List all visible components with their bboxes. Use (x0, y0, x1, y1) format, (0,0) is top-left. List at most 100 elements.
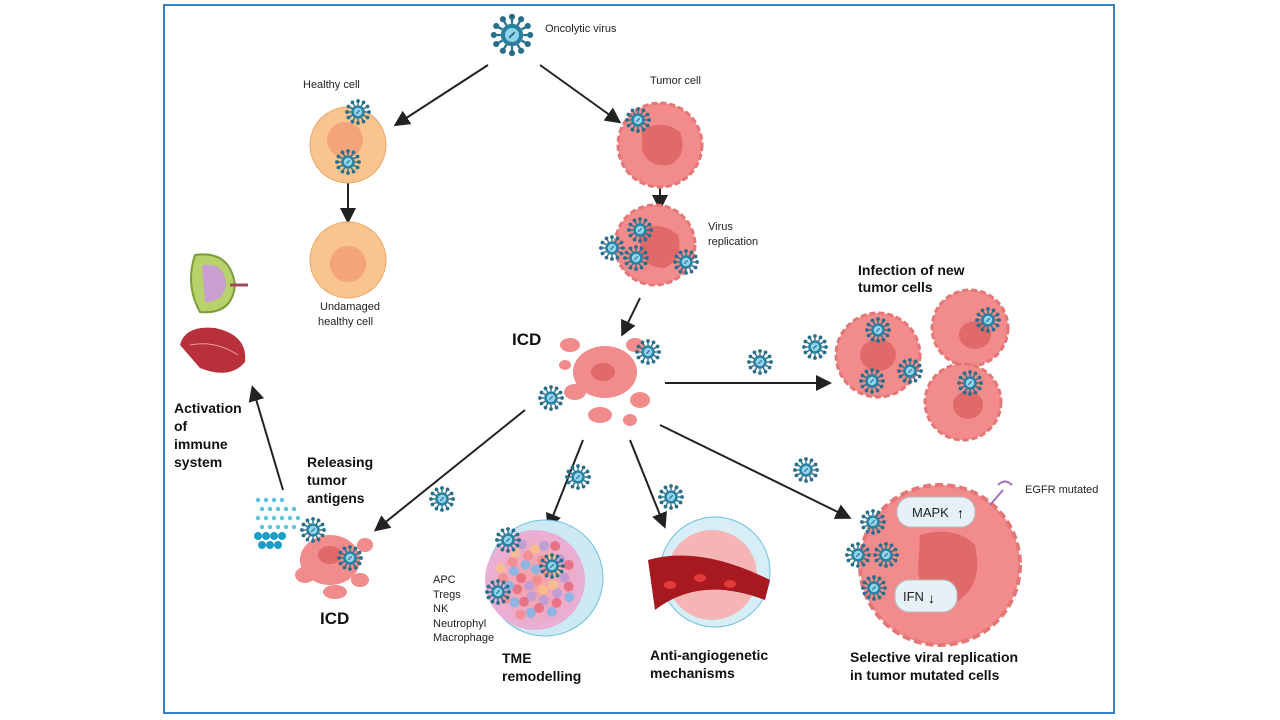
healthy-cell-label: Healthy cell (303, 79, 360, 91)
virus-replication-label-1: Virus (708, 221, 733, 233)
tumor-cell-label: Tumor cell (650, 75, 701, 87)
antigen-dot (275, 524, 281, 530)
immune-cell-dot (523, 550, 534, 561)
activation-label-4: system (174, 454, 222, 470)
arrow-up-icon: ↑ (957, 505, 964, 521)
immune-cell-dot (539, 540, 550, 551)
arrow-down-icon: ↓ (928, 590, 935, 606)
immune-cell-macrophage: Macrophage (433, 632, 494, 644)
undamaged-label-2: healthy cell (318, 316, 373, 328)
virus-icon (490, 13, 534, 57)
immune-cell-dot (563, 581, 574, 592)
activation-label-2: of (174, 418, 188, 434)
antigen-dot (291, 506, 297, 512)
immune-cell-dot (516, 573, 527, 584)
antigen-dot (279, 497, 285, 503)
virus-icon (538, 385, 564, 411)
immune-cell-dot (525, 607, 536, 618)
egfr-label: EGFR mutated (1025, 484, 1098, 496)
infection-label-2: tumor cells (858, 279, 933, 295)
immune-cell-dot (563, 559, 574, 570)
immune-cell-dot (515, 609, 526, 620)
oncolytic-virus-label: Oncolytic virus (545, 23, 617, 35)
immune-cell-dot (552, 588, 563, 599)
virus-replication-label-2: replication (708, 236, 758, 248)
icd-label-top: ICD (512, 330, 541, 349)
undamaged-healthy-cell (309, 221, 387, 299)
immune-cell-dot (498, 573, 509, 584)
ifn-box (894, 579, 958, 613)
infection-label-1: Infection of new (858, 262, 965, 278)
immune-cell-dot (507, 556, 518, 567)
virus-icon (565, 464, 591, 490)
antigen-dot (291, 524, 297, 530)
healthy-cell (309, 106, 387, 184)
immune-cell-dot (546, 606, 557, 617)
antigen-dot (267, 524, 273, 530)
immune-cell-dot (551, 597, 562, 608)
immune-cell-dot (495, 563, 506, 574)
releasing-label-3: antigens (307, 490, 365, 506)
antigen-dot (259, 524, 265, 530)
undamaged-label-1: Undamaged (320, 301, 380, 313)
replicating-tumor-cell (613, 203, 697, 287)
antigen-dot (283, 524, 289, 530)
antigen-dot (279, 515, 285, 521)
immune-cell-neutrophyl: Neutrophyl (433, 618, 486, 630)
antigen-dot (255, 497, 261, 503)
virus-icon (429, 486, 455, 512)
immune-cell-dot (509, 566, 520, 577)
immune-cell-dot (559, 572, 570, 583)
immune-cell-dot (564, 592, 575, 603)
immune-cell-apc: APC (433, 574, 456, 586)
antigen-dot (278, 532, 286, 540)
immune-cell-dot (532, 575, 542, 585)
anti-angio-label-2: mechanisms (650, 665, 735, 681)
spleen-icon (180, 327, 246, 373)
immune-cell-dot (534, 602, 545, 613)
mapk-label: MAPK (912, 505, 949, 520)
antigen-dot (295, 515, 301, 521)
mapk-box (896, 496, 976, 528)
antigen-dot (267, 506, 273, 512)
icd-fragments-bottom (295, 535, 373, 599)
immune-cell-dot (530, 564, 541, 575)
antigen-dot (266, 541, 274, 549)
antigen-dot (270, 532, 278, 540)
activation-label-1: Activation (174, 400, 242, 416)
tumor-antigens (254, 497, 301, 549)
tme-label-2: remodelling (502, 668, 581, 684)
antigen-dot (271, 515, 277, 521)
antigen-dot (255, 515, 261, 521)
selective-label-2: in tumor mutated cells (850, 667, 1000, 683)
immune-cell-dot (550, 541, 561, 552)
ifn-label: IFN (903, 589, 924, 604)
immune-cell-dot (524, 580, 535, 591)
immune-cell-dot (538, 595, 549, 606)
icd-label-bottom: ICD (320, 609, 349, 628)
antigen-dot (263, 515, 269, 521)
immune-cell-dot (509, 597, 520, 608)
antigen-dot (259, 506, 265, 512)
releasing-label-2: tumor (307, 472, 347, 488)
antigen-dot (263, 497, 269, 503)
immune-cell-nk: NK (433, 603, 449, 615)
immune-cell-dot (548, 580, 559, 591)
new-tumor-cells (834, 288, 1010, 442)
tme-label-1: TME (502, 650, 532, 666)
egfr-receptor-icon (989, 480, 1013, 506)
mutated-tumor-cell: MAPK ↑ IFN ↓ EGFR mutated (858, 480, 1098, 647)
antigen-dot (271, 497, 277, 503)
immune-cell-dot (512, 584, 523, 595)
immune-cell-dot (520, 559, 531, 570)
virus-icon (747, 349, 773, 375)
antigen-dot (258, 541, 266, 549)
immune-cell-dot (526, 591, 537, 602)
blood-vessel-tumor (648, 516, 771, 628)
antigen-dot (283, 506, 289, 512)
antigen-dot (287, 515, 293, 521)
anti-angio-label-1: Anti-angiogenetic (650, 647, 768, 663)
activation-label-3: immune (174, 436, 228, 452)
antigen-dot (274, 541, 282, 549)
